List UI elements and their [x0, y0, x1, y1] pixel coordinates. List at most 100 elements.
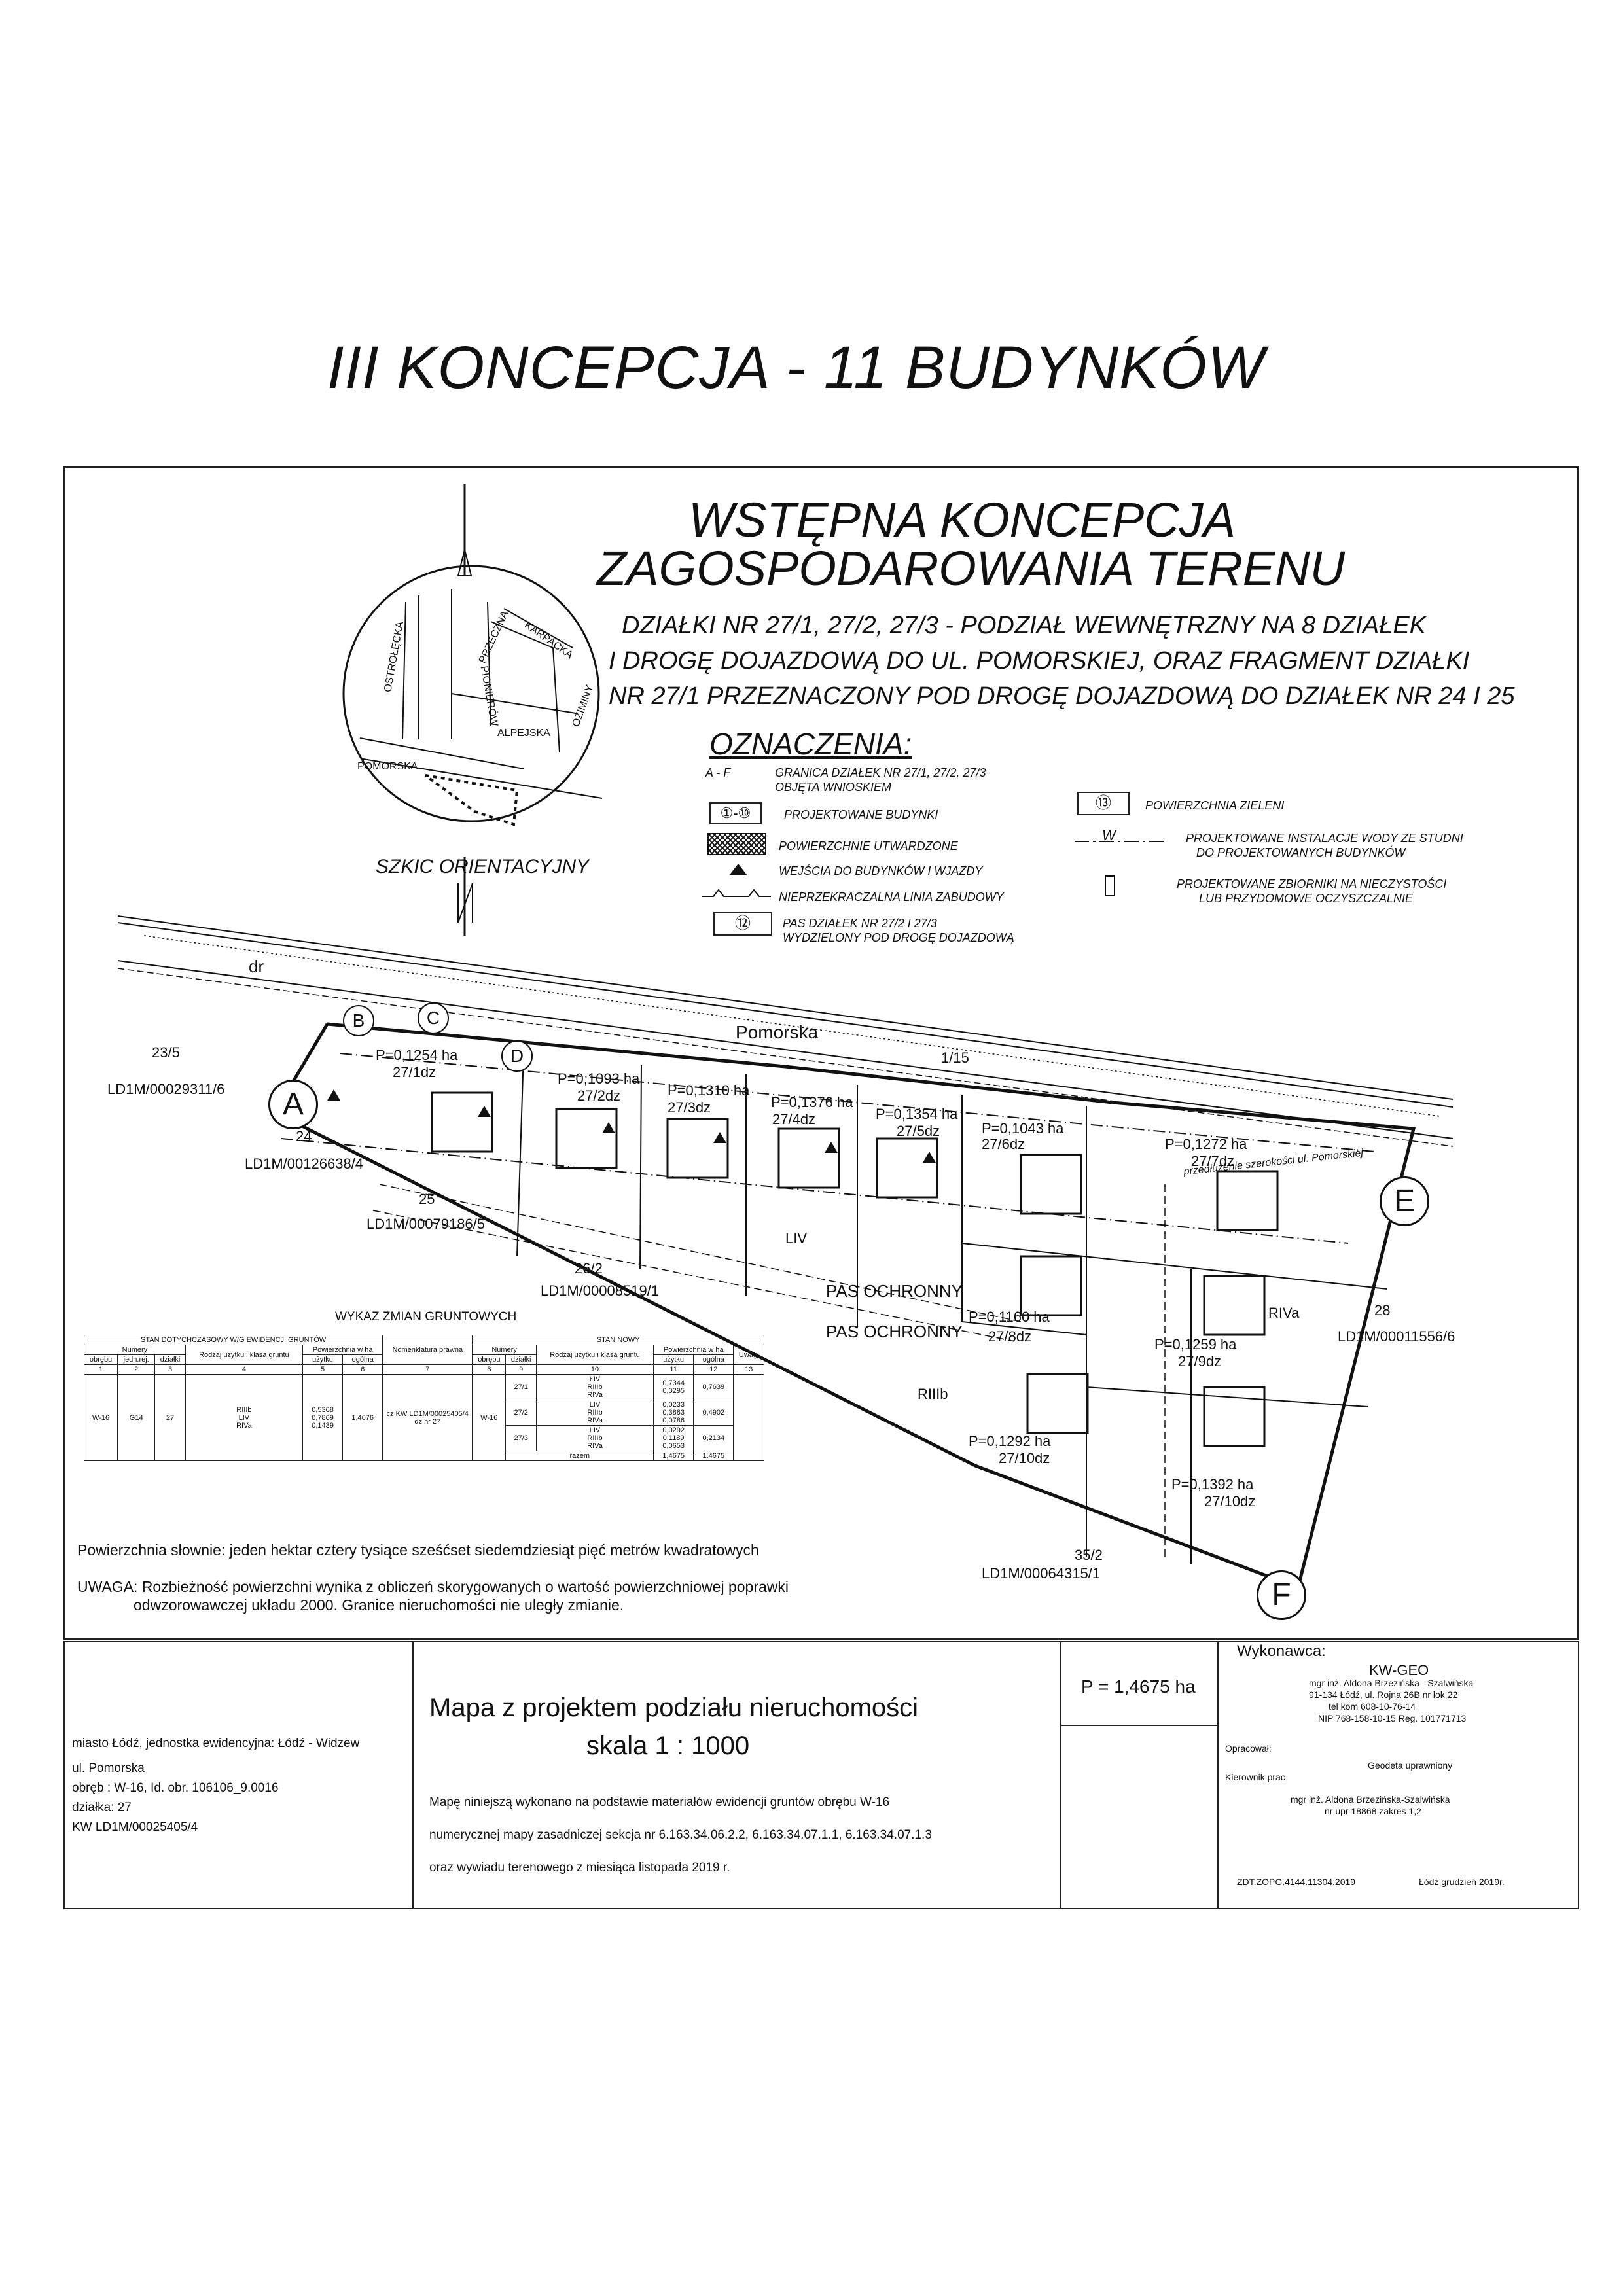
page-title: III KONCEPCJA - 11 BUDYNKÓW — [327, 334, 1265, 401]
note-line2: odwzorowawczej układu 2000. Granice nier… — [134, 1597, 624, 1614]
date: Łódź grudzień 2019r. — [1419, 1877, 1505, 1887]
road-label: dr — [249, 957, 264, 976]
legend-item-road-strip-2: WYDZIELONY POD DROGĘ DOJAZDOWĄ — [783, 931, 1014, 944]
wykaz-h-obrebu: obrębu — [83, 1354, 118, 1365]
col-number: 2 — [117, 1364, 156, 1375]
neighbour-23-5-kw: LD1M/00029311/6 — [107, 1081, 225, 1097]
new-dzialka: 27/1 — [505, 1374, 537, 1400]
location-line: ul. Pomorska — [72, 1761, 145, 1775]
location-line: miasto Łódź, jednostka ewidencyjna: Łódź… — [72, 1737, 360, 1750]
land-class-liv: LIV — [785, 1230, 808, 1246]
parcel-id: 27/6dz — [982, 1136, 1026, 1152]
neighbour-25-nr: 25 — [419, 1191, 435, 1207]
wykaz-h-dzialki: działki — [154, 1354, 186, 1365]
kierownik-line: nr upr 18868 zakres 1,2 — [1325, 1806, 1421, 1816]
neighbour-24-kw: LD1M/00126638/4 — [245, 1156, 364, 1172]
legend-item-entrances: WEJŚCIA DO BUDYNKÓW I WJAZDY — [779, 864, 983, 877]
legend-symbol-hardened — [707, 833, 766, 855]
new-dzialka: 27/3 — [505, 1425, 537, 1451]
street-name: Pomorska — [736, 1022, 819, 1042]
divider — [1217, 1641, 1219, 1909]
point-e: E — [1380, 1176, 1429, 1226]
parcel-area: P=0,1272 ha — [1165, 1136, 1247, 1152]
parcel-area: P=0,1043 ha — [982, 1120, 1064, 1137]
divider — [412, 1641, 414, 1909]
wykaz-h-rodzaj-new: Rodzaj użytku i klasa gruntu — [535, 1345, 654, 1365]
source-line: numerycznej mapy zasadniczej sekcja nr 6… — [429, 1828, 932, 1842]
neighbour-23-5-nr: 23/5 — [152, 1044, 180, 1061]
parcel-area: P=0,1354 ha — [876, 1106, 958, 1122]
location-line: obręb : W-16, Id. obr. 106106_9.0016 — [72, 1781, 279, 1795]
wykaz-h-uzytku: użytku — [302, 1354, 344, 1365]
col-number: 11 — [653, 1364, 694, 1375]
divider — [1060, 1641, 1061, 1909]
drawing-subtitle-line3: NR 27/1 PRZEZNACZONY POD DROGĘ DOJAZDOWĄ… — [609, 682, 1515, 710]
opracowal-value: Geodeta uprawniony — [1368, 1760, 1453, 1771]
col-number: 1 — [83, 1364, 118, 1375]
wykaz-header-new: STAN NOWY — [472, 1335, 764, 1345]
parcel-id: 27/7dz — [1191, 1153, 1235, 1169]
drawing-title-line1: WSTĘPNA KONCEPCJA — [688, 493, 1236, 547]
wykaz-header-nomenklatura: Nomenklatura prawna — [382, 1335, 473, 1365]
wykaz-h-numery: Numery — [84, 1345, 186, 1355]
new-uzytki: ŁIV RIIIb RIVa — [535, 1374, 654, 1400]
col-number: 5 — [302, 1364, 344, 1375]
col-number: 6 — [342, 1364, 383, 1375]
col-number: 4 — [185, 1364, 303, 1375]
point-f: F — [1257, 1570, 1306, 1620]
point-c: C — [418, 1002, 449, 1034]
divider — [1060, 1725, 1219, 1726]
parcel-area: P=0,1392 ha — [1171, 1476, 1254, 1492]
company-line: 91-134 Łódź, ul. Rojna 26B nr lok.22 — [1309, 1689, 1458, 1700]
legend-tank-icon — [1105, 875, 1115, 896]
legend-item-tank-2: LUB PRZYDOMOWE OCZYSZCZALNIE — [1199, 892, 1414, 905]
parcel-id: 27/10dz — [1204, 1493, 1256, 1510]
neighbour-28-nr: 28 — [1374, 1302, 1391, 1318]
legend-heading: OZNACZENIA: — [709, 727, 912, 761]
col-number: 7 — [382, 1364, 473, 1375]
protective-zone-label: PAS OCHRONNY — [826, 1281, 963, 1301]
legend-item-hardened: POWIERZCHNIE UTWARDZONE — [779, 839, 958, 853]
old-jedn: G14 — [117, 1374, 156, 1461]
kierownik-line: mgr inż. Aldona Brzezińska-Szalwińska — [1291, 1794, 1450, 1805]
old-dzialka: 27 — [154, 1374, 186, 1461]
neighbour-26-2-kw: LD1M/00008519/1 — [541, 1282, 660, 1299]
drawing-subtitle-line2: I DROGĘ DOJAZDOWĄ DO UL. POMORSKIEJ, ORA… — [609, 647, 1470, 675]
old-pow: 0,5368 0,7869 0,1439 — [302, 1374, 344, 1461]
note-line1: UWAGA: Rozbieżność powierzchni wynika z … — [77, 1578, 789, 1595]
legend-symbol-buildings: ①-⑩ — [709, 802, 762, 824]
drawing-sheet — [63, 466, 1579, 1640]
wykaz-h-dzialki-new: działki — [505, 1354, 537, 1365]
company-name: KW-GEO — [1369, 1662, 1429, 1678]
wykaz-h-ogolna-new: ogólna — [693, 1354, 734, 1365]
legend-item-water: PROJEKTOWANE INSTALACJE WODY ZE STUDNI — [1186, 832, 1463, 845]
wykaz-h-obrebu-new: obrębu — [472, 1354, 507, 1365]
wykaz-h-powierzchnia: Powierzchnia w ha — [302, 1345, 383, 1355]
parcel-id: 27/3dz — [668, 1099, 711, 1116]
map-scale: skala 1 : 1000 — [586, 1731, 750, 1760]
wykaz-title: WYKAZ ZMIAN GRUNTOWYCH — [335, 1310, 517, 1324]
parcel-id: 27/9dz — [1178, 1353, 1222, 1369]
col-number: 13 — [733, 1364, 764, 1375]
location-line: działka: 27 — [72, 1801, 132, 1814]
new-ogolna: 0,2134 — [693, 1425, 734, 1451]
wykaz-h-jedn: jedn.rej. — [117, 1354, 156, 1365]
razem-ogolna: 1,4675 — [693, 1451, 734, 1461]
wykaz-header-old: STAN DOTYCHCZASOWY W/G EWIDENCJI GRUNTÓW — [83, 1335, 383, 1345]
wykaz-h-rodzaj: Rodzaj użytku i klasa gruntu — [185, 1345, 303, 1365]
reference-number: ZDT.ZOPG.4144.11304.2019 — [1237, 1877, 1356, 1887]
new-pow: 0,0233 0,3883 0,0786 — [653, 1400, 694, 1426]
location-line: KW LD1M/00025405/4 — [72, 1820, 198, 1834]
old-obreb: W-16 — [83, 1374, 118, 1461]
sketch-caption: SZKIC ORIENTACYJNY — [376, 856, 590, 877]
legend-water-line-icon — [1075, 841, 1164, 842]
parcel-area: P=0,1160 ha — [969, 1309, 1050, 1325]
new-obreb: W-16 — [472, 1374, 507, 1461]
wykaz-table: STAN DOTYCHCZASOWY W/G EWIDENCJI GRUNTÓW… — [83, 1335, 764, 1461]
col-number: 3 — [154, 1364, 186, 1375]
parcel-area: P=0,1259 ha — [1154, 1336, 1237, 1352]
legend-item-building-line: NIEPRZEKRACZALNA LINIA ZABUDOWY — [779, 891, 1004, 904]
old-nomenklatura: cz KW LD1M/00025405/4 dz nr 27 — [382, 1374, 473, 1461]
legend-entrance-triangle-icon — [729, 864, 747, 875]
point-a: A — [268, 1080, 318, 1129]
